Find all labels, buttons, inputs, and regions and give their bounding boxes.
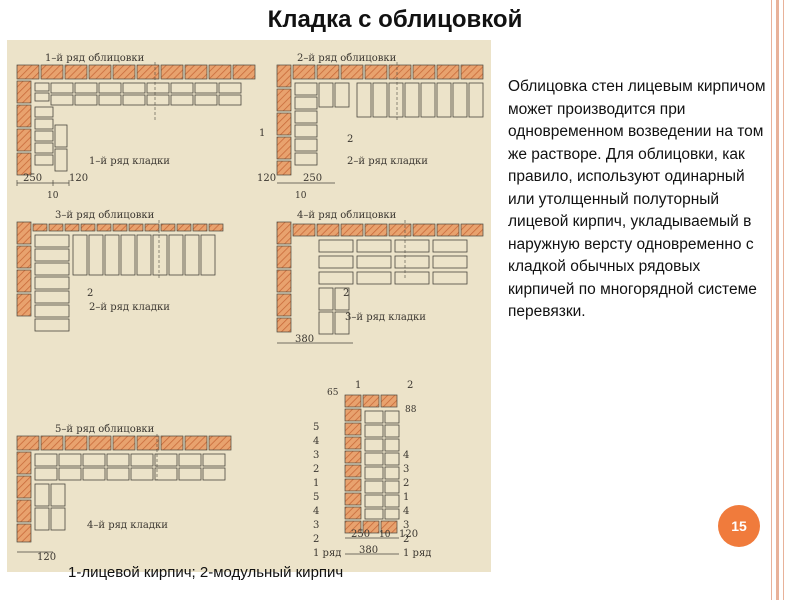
- face-brick-row: [276, 64, 484, 176]
- label-p4-masonry: 3–й ряд кладки: [345, 312, 426, 323]
- dimension-10: 10: [295, 191, 307, 201]
- marker-2: 2: [343, 288, 349, 299]
- section-row-right: 1 ряд: [403, 548, 431, 559]
- marker-2: 2: [87, 288, 93, 299]
- diagram-paper: [7, 40, 491, 572]
- masonry-bricks: [34, 82, 242, 172]
- dimension-120: 120: [69, 173, 88, 184]
- section-masonry-column: [364, 410, 400, 520]
- slide-body-text: Облицовка стен лицевым кирпичом может пр…: [508, 78, 766, 320]
- panel-row-4: 4–й ряд облицовки 2 3–й ряд кладки 380: [276, 210, 484, 345]
- marker-1: 1: [355, 380, 361, 391]
- section-row-right: 2: [403, 478, 409, 489]
- section-row-left: 2: [313, 534, 319, 545]
- panel-row-3: 3–й ряд облицовки 1 2 2–й ряд кладки: [7, 210, 224, 332]
- marker-1: 1: [259, 128, 265, 139]
- label-p5-face: 5–й ряд облицовки: [55, 424, 155, 435]
- marker-2: 2: [347, 134, 353, 145]
- masonry-cladding-diagram: 1–й ряд облицовки 1–й ряд кладк: [7, 40, 491, 572]
- label-p5-masonry: 4–й ряд кладки: [87, 520, 168, 531]
- section-row-right: 2: [403, 534, 409, 545]
- label-p3-face: 3–й ряд облицовки: [55, 210, 155, 221]
- decorative-rail-thin: [771, 0, 772, 600]
- section-row-right: 4: [403, 450, 409, 461]
- section-row-right: 3: [403, 520, 409, 531]
- panel-row-2: 2–й ряд облицовки 1 2 2–й ряд кладки 120…: [257, 53, 484, 201]
- dimension-250: 250: [351, 529, 370, 540]
- decorative-rail-thick: [776, 0, 779, 600]
- masonry-bricks: [34, 453, 226, 531]
- section-row-left: 1 ряд: [313, 548, 341, 559]
- label-p2-face: 2–й ряд облицовки: [297, 53, 397, 64]
- section-row-left: 5: [313, 422, 319, 433]
- dimension-88: 88: [405, 405, 417, 415]
- section-row-left: 4: [313, 436, 319, 447]
- section-row-right: 1: [403, 492, 409, 503]
- decorative-rail-outer: [783, 0, 784, 600]
- section-row-left: 1: [313, 478, 319, 489]
- panel-row-5: 5–й ряд облицовки 1 4–й ряд кладки 120: [7, 424, 232, 563]
- masonry-bricks: [294, 82, 484, 166]
- dimension-65: 65: [327, 388, 339, 398]
- dimension-120: 120: [257, 173, 276, 184]
- dimension-250: 250: [303, 173, 322, 184]
- section-row-left: 3: [313, 450, 319, 461]
- dimension-380: 380: [295, 334, 314, 345]
- section-row-left: 4: [313, 506, 319, 517]
- masonry-bricks: [34, 234, 216, 332]
- section-row-left: 3: [313, 520, 319, 531]
- masonry-bricks: [318, 239, 468, 335]
- dimension-250: 250: [23, 173, 42, 184]
- face-brick-row: [16, 64, 256, 176]
- panel-row-1: 1–й ряд облицовки 1–й ряд кладк: [7, 53, 256, 201]
- face-brick-row: [16, 221, 224, 317]
- dimension-120: 120: [399, 529, 418, 540]
- dimension-10: 10: [379, 530, 391, 540]
- label-p1-face: 1–й ряд облицовки: [45, 53, 145, 64]
- section-row-left: 2: [313, 464, 319, 475]
- dimension-120: 120: [37, 552, 56, 563]
- label-p3-masonry: 2–й ряд кладки: [89, 302, 170, 313]
- section-row-right: 3: [403, 464, 409, 475]
- wall-section: 1 2 65 88 5 4 3 2 1 5 4 3 2 1 ряд 4 3 2 …: [313, 380, 431, 559]
- label-p1-masonry: 1–й ряд кладки: [89, 156, 170, 167]
- marker-2: 2: [407, 380, 413, 391]
- face-brick-row: [16, 435, 232, 543]
- section-row-right: 4: [403, 506, 409, 517]
- page-number-badge: 15: [718, 505, 760, 547]
- slide-title: Кладка с облицовкой: [267, 6, 523, 33]
- dimension-380: 380: [359, 545, 378, 556]
- section-row-left: 5: [313, 492, 319, 503]
- label-p4-face: 4–й ряд облицовки: [297, 210, 397, 221]
- dimension-10: 10: [47, 191, 59, 201]
- face-brick-row: [276, 221, 484, 333]
- label-p2-masonry: 2–й ряд кладки: [347, 156, 428, 167]
- figure-legend: 1-лицевой кирпич; 2-модульный кирпич: [68, 564, 344, 581]
- section-face-column: [344, 394, 398, 534]
